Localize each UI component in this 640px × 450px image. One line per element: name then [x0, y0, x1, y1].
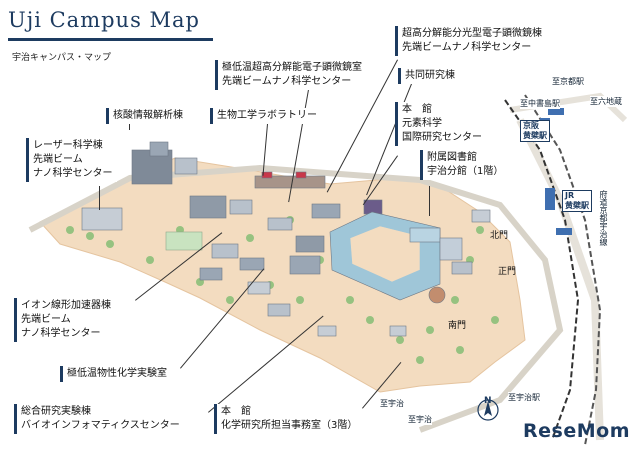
label-line: 化学研究所担当事務室（3階）: [221, 420, 358, 431]
label-line: 核酸情報解析棟: [113, 110, 183, 121]
building-laser: [81, 207, 123, 231]
direction-kyoto: 至京都駅: [552, 76, 584, 87]
label-line: 先端ビーム: [33, 154, 83, 165]
label-line: 本 館: [221, 406, 251, 417]
direction-uji-station: 至宇治駅: [508, 392, 540, 403]
water-tank: [428, 286, 446, 304]
label-line: 先端ビームナノ科学センター: [222, 76, 352, 87]
label-biotech-lab: 生物工学ラボラトリー: [210, 108, 321, 124]
label-line: ナノ科学センター: [33, 168, 113, 179]
label-joint-research-building: 共同研究棟: [398, 68, 459, 84]
label-line: 共同研究棟: [405, 70, 455, 81]
compass-icon: [477, 399, 499, 421]
tennis-courts: [165, 231, 203, 251]
title-underline: [8, 38, 213, 41]
label-low-temp-chem-lab: 極低温物性化学実験室: [60, 366, 171, 382]
label-line: 先端ビーム: [21, 314, 71, 325]
outer-road: [28, 164, 564, 433]
label-line: 総合研究実験棟: [21, 406, 91, 417]
south-gate: 南門: [448, 321, 467, 331]
label-laser-science-building: レーザー科学棟 先端ビーム ナノ科学センター: [26, 138, 117, 182]
keihan-obaku-station: 京阪 黄檗駅: [520, 120, 550, 142]
label-line: 宇治分館（1階）: [427, 166, 504, 177]
direction-uji-1: 至宇治: [380, 398, 404, 409]
main-gate: 正門: [498, 267, 517, 277]
jr-obaku-station: JR 黄檗駅: [562, 190, 592, 212]
label-line: イオン線形加速器棟: [21, 300, 111, 311]
label-line: 国際研究センター: [402, 132, 482, 143]
label-low-temp-hr-em-room: 極低温超高分解能電子顕微鏡室 先端ビームナノ科学センター: [215, 60, 366, 90]
resemom-logo: ReseMom: [523, 420, 630, 442]
label-line: 超高分解能分光型電子顕微鏡棟: [402, 28, 542, 39]
label-research-exp-building: 総合研究実験棟 バイオインフォマティクスセンター: [14, 404, 184, 434]
compass-label: N: [484, 396, 492, 406]
label-line: 極低温物性化学実験室: [67, 368, 167, 379]
buildings: [81, 141, 491, 337]
leader-line: [429, 186, 430, 216]
direction-rokujizo: 至六地蔵: [590, 96, 622, 107]
map-subtitle: 宇治キャンパス・マップ: [12, 53, 112, 63]
jr-railway: [524, 94, 602, 446]
label-nucleic-acid-building: 核酸情報解析棟: [106, 108, 187, 124]
route-sign-2: [556, 228, 572, 235]
label-honkan-office: 本 館 化学研究所担当事務室（3階）: [214, 404, 362, 434]
map-title: Uji Campus Map: [8, 8, 200, 32]
label-line: 生物工学ラボラトリー: [217, 110, 317, 121]
jr-obaku-station-marker: [545, 188, 555, 210]
building-library: [439, 237, 463, 261]
label-line: 附属図書館: [427, 152, 477, 163]
label-super-hr-em-building: 超高分解能分光型電子顕微鏡棟 先端ビームナノ科学センター: [395, 26, 546, 56]
label-honkan-main: 本 館 元素科学 国際研究センター: [395, 102, 486, 146]
building-joint-lab: [363, 199, 383, 215]
label-line: バイオインフォマティクスセンター: [21, 420, 180, 431]
direction-uji-2: 至宇治: [408, 414, 432, 425]
label-ion-linac-building: イオン線形加速器棟 先端ビーム ナノ科学センター: [14, 298, 115, 342]
label-line: ナノ科学センター: [21, 328, 101, 339]
label-line: 先端ビームナノ科学センター: [402, 42, 532, 53]
map-title-block: Uji Campus Map: [8, 8, 216, 42]
leader-line: [99, 186, 100, 210]
label-line: レーザー科学棟: [33, 140, 103, 151]
north-gate: 北門: [490, 231, 509, 241]
label-line: 元素科学: [402, 118, 442, 129]
label-line: 極低温超高分解能電子顕微鏡室: [222, 62, 362, 73]
route-sign-1: [548, 108, 564, 115]
road-name: 府道京都宇治線: [598, 190, 609, 246]
label-library: 附属図書館 宇治分館（1階）: [420, 150, 508, 180]
label-line: 本 館: [402, 104, 432, 115]
direction-nakashojima: 至中書島駅: [520, 98, 560, 109]
